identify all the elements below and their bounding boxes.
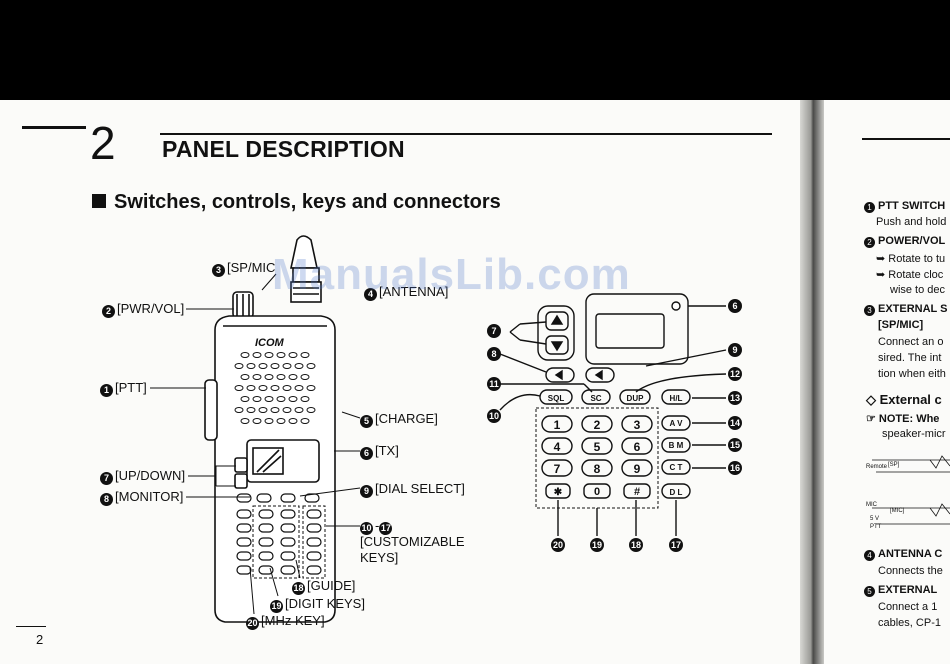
right-text-rotate-1: ➥ Rotate to tu xyxy=(876,253,946,265)
right-text-cables: cables, CP-1 xyxy=(878,617,941,629)
label-up-down: 7[UP/DOWN] xyxy=(100,468,185,485)
label-monitor: 8[MONITOR] xyxy=(100,489,183,506)
right-text-rotate-2: ➥ Rotate cloc xyxy=(876,269,944,281)
marker-19: 19 xyxy=(590,538,604,552)
key-9: 9 xyxy=(634,462,641,476)
page-number: 2 xyxy=(36,632,44,647)
right-note: ☞ NOTE: Whe xyxy=(866,413,940,425)
label-antenna: 4[ANTENNA] xyxy=(364,284,448,301)
marker-20: 20 xyxy=(551,538,565,552)
key-3: 3 xyxy=(634,418,641,432)
label-mhz-key: 20[MHz KEY] xyxy=(246,613,325,630)
wiring-diagram: Remote [SP] MIC [MIC] 5 V PTT xyxy=(866,455,950,530)
key-ct: C T xyxy=(670,463,683,472)
wiring-mic-label: MIC xyxy=(866,502,878,508)
key-av: A V xyxy=(669,419,683,428)
header-rule xyxy=(160,133,772,135)
right-text-ptt: Push and hold xyxy=(876,216,947,228)
key-8: 8 xyxy=(594,462,601,476)
label-tx: 6[TX] xyxy=(360,443,399,460)
right-text-connect-2: Connect a 1 xyxy=(878,601,938,613)
watermark-text: ManualsLib.com xyxy=(272,250,631,299)
marker-14: 14 xyxy=(728,416,742,430)
radio-illustration: ICOM xyxy=(204,235,336,623)
right-subheading-external: ◇ External c xyxy=(866,392,942,407)
marker-9: 9 xyxy=(728,343,742,357)
square-bullet-icon xyxy=(92,194,106,208)
marker-6: 6 xyxy=(728,299,742,313)
label-sp-mic: 3[SP/MIC xyxy=(212,260,275,277)
right-text-sired: sired. The int xyxy=(878,352,942,364)
marker-18: 18 xyxy=(629,538,643,552)
right-text-connect: Connect an o xyxy=(878,336,944,348)
right-page xyxy=(818,100,950,664)
key-0: 0 xyxy=(594,486,600,498)
key-1: 1 xyxy=(554,418,561,432)
right-text-tion: tion when eith xyxy=(878,368,946,380)
footer-rule xyxy=(16,626,46,627)
label-customizable-keys-range: 10-17 xyxy=(360,518,393,535)
label-customizable-keys: [CUSTOMIZABLE xyxy=(360,534,465,549)
wiring-ptt-label: PTT xyxy=(870,524,882,530)
marker-10: 10 xyxy=(487,409,501,423)
right-text-connects: Connects the xyxy=(878,565,943,577)
key-6: 6 xyxy=(634,440,641,454)
chapter-tab-rule xyxy=(22,126,86,129)
label-customizable-keys-2: KEYS] xyxy=(360,550,399,565)
marker-17: 17 xyxy=(669,538,683,552)
brand-logo: ICOM xyxy=(255,337,285,349)
left-page xyxy=(0,100,808,664)
key-sql: SQL xyxy=(548,394,565,403)
wiring-5v-label: 5 V xyxy=(870,516,879,522)
key-7: 7 xyxy=(554,462,561,476)
chapter-number: 2 xyxy=(90,117,116,169)
marker-8: 8 xyxy=(487,347,501,361)
page-title: PANEL DESCRIPTION xyxy=(162,136,405,162)
right-page-header-rule xyxy=(862,138,950,140)
label-ptt: 1[PTT] xyxy=(100,380,147,397)
marker-11: 11 xyxy=(487,377,501,391)
key-sc: SC xyxy=(590,394,601,403)
label-dial-select: 9[DIAL SELECT] xyxy=(360,481,465,498)
right-text-rotate-3: wise to dec xyxy=(890,284,946,296)
key-dup: DUP xyxy=(627,394,645,403)
right-text-spmic: [SP/MIC] xyxy=(878,319,924,331)
wiring-sp-label: [SP] xyxy=(888,462,900,468)
key-star: ✱ xyxy=(554,487,563,498)
marker-16: 16 xyxy=(728,461,742,475)
marker-7: 7 xyxy=(487,324,501,338)
key-hl: H/L xyxy=(670,394,683,403)
keypad-diagram: SQL SC DUP H/L 1 2 3 4 5 6 7 8 9 ✱ 0 # A… xyxy=(499,293,727,536)
key-dl: D L xyxy=(670,488,683,497)
label-pwr-vol: 2[PWR/VOL] xyxy=(102,301,184,318)
label-charge: 5[CHARGE] xyxy=(360,411,438,428)
key-4: 4 xyxy=(554,440,561,454)
marker-13: 13 xyxy=(728,391,742,405)
book-spine xyxy=(800,100,824,664)
wiring-mic-box-label: [MIC] xyxy=(890,508,905,514)
marker-12: 12 xyxy=(728,367,742,381)
right-text-speaker: speaker-micr xyxy=(882,428,946,440)
label-guide: 18[GUIDE] xyxy=(292,578,356,595)
section-title: Switches, controls, keys and connectors xyxy=(92,191,501,214)
key-hash: # xyxy=(634,486,640,498)
key-bm: B M xyxy=(669,441,684,450)
key-2: 2 xyxy=(594,418,601,432)
label-digit-keys: 19[DIGIT KEYS] xyxy=(270,596,365,613)
marker-15: 15 xyxy=(728,438,742,452)
wiring-remote-label: Remote xyxy=(866,464,888,470)
key-5: 5 xyxy=(594,440,601,454)
